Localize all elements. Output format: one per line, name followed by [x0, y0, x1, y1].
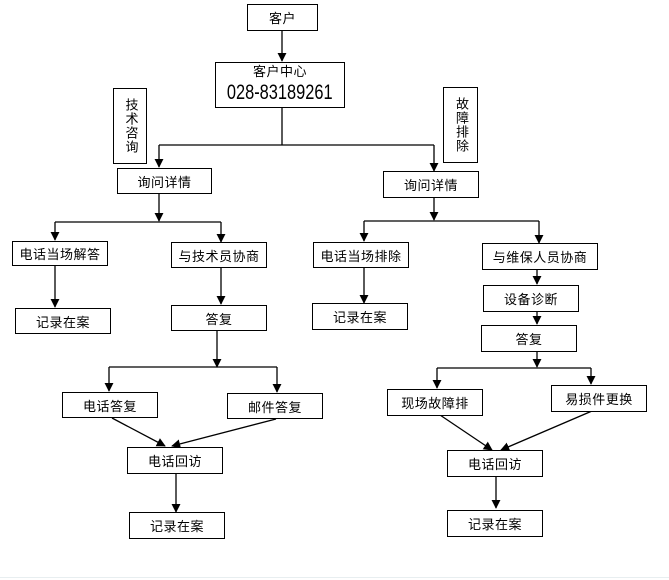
node-onsite-fix-label: 现场故障排	[401, 397, 469, 412]
label-fault-fix: 故障排除	[443, 87, 478, 163]
node-left-callback: 电话回访	[127, 447, 223, 474]
node-phone-answer: 电话当场解答	[12, 241, 108, 266]
node-diagnose: 设备诊断	[483, 285, 579, 312]
node-phone-fix-label: 电话当场排除	[320, 249, 402, 265]
node-right-reply-label: 答复	[515, 333, 543, 348]
node-left-record-1-label: 记录在案	[35, 315, 90, 331]
customer-center-phone: 028-83189261	[227, 80, 333, 104]
node-customer-center: 客户中心 028-83189261	[215, 62, 345, 108]
label-tech-consult-text: 技术咨询	[122, 98, 138, 154]
node-right-record-2-label: 记录在案	[467, 518, 522, 533]
node-right-inquire: 询问详情	[383, 171, 479, 198]
node-customer: 客户	[247, 4, 318, 31]
node-phone-reply: 电话答复	[62, 392, 158, 418]
label-tech-consult: 技术咨询	[113, 88, 147, 164]
node-left-inquire: 询问详情	[117, 168, 212, 194]
node-phone-answer-label: 电话当场解答	[19, 248, 101, 263]
node-onsite-fix: 现场故障排	[387, 389, 483, 416]
edge-onsite-fix-callback	[439, 414, 493, 451]
customer-center-title: 客户中心	[252, 65, 307, 81]
node-customer-label: 客户	[268, 12, 296, 27]
node-left-inquire-label: 询问详情	[137, 175, 192, 191]
node-phone-reply-label: 电话答复	[82, 399, 137, 415]
node-right-callback: 电话回访	[447, 450, 543, 477]
node-left-reply-label: 答复	[205, 312, 233, 328]
node-consult-tech: 与技术员协商	[171, 242, 267, 268]
node-phone-fix: 电话当场排除	[313, 242, 409, 268]
node-email-reply: 邮件答复	[227, 393, 323, 419]
node-right-callback-label: 电话回访	[467, 458, 522, 473]
node-left-record-1: 记录在案	[15, 308, 111, 334]
node-consult-maint-label: 与维保人员协商	[492, 251, 588, 266]
node-right-inquire-label: 询问详情	[403, 179, 458, 194]
edge-phone-reply-callback	[111, 417, 166, 447]
node-parts-replace: 易损件更换	[551, 385, 647, 412]
node-left-record-2-label: 记录在案	[149, 520, 204, 535]
node-email-reply-label: 邮件答复	[247, 400, 302, 416]
node-left-reply: 答复	[171, 305, 267, 331]
node-right-record-1-label: 记录在案	[332, 311, 387, 326]
node-right-record-2: 记录在案	[447, 510, 543, 537]
node-diagnose-label: 设备诊断	[503, 293, 558, 308]
node-right-reply: 答复	[481, 325, 577, 352]
label-fault-fix-text: 故障排除	[453, 97, 468, 153]
node-right-record-1: 记录在案	[312, 303, 408, 330]
node-consult-maint: 与维保人员协商	[482, 243, 598, 270]
bottom-divider	[0, 577, 669, 578]
node-parts-replace-label: 易损件更换	[565, 393, 633, 408]
node-consult-tech-label: 与技术员协商	[178, 249, 260, 265]
edge-email-reply-callback	[171, 418, 277, 449]
node-left-record-2: 记录在案	[129, 512, 225, 539]
edge-parts-replace-callback	[500, 410, 593, 451]
node-left-callback-label: 电话回访	[147, 455, 202, 470]
